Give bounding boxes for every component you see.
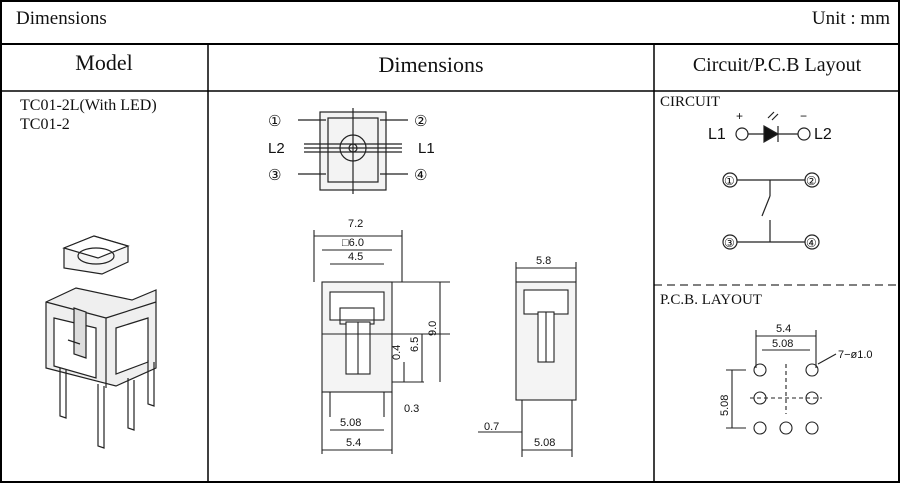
pin-4-label: ④ (414, 167, 427, 184)
switch-illustration (45, 235, 157, 449)
dim-5-8: 5.8 (536, 255, 551, 267)
dim-0-4: 0.4 (391, 345, 403, 360)
side-view-drawing: 5.8 0.7 5.08 (478, 255, 577, 457)
dim-4-5: 4.5 (348, 251, 363, 263)
dim-0-3: 0.3 (404, 403, 419, 415)
plus-sign: + (736, 109, 743, 123)
circuit-title: CIRCUIT (660, 94, 720, 110)
pin-3-label: ③ (268, 167, 281, 184)
circuit-pin-3: ③ (724, 236, 735, 250)
circuit-pin-2: ② (806, 174, 817, 188)
circuit-diagram: + − L1 L2 ① ② ③ ④ (708, 109, 832, 250)
dim-0-7: 0.7 (484, 421, 499, 433)
pcb-dim-5-4: 5.4 (776, 323, 791, 335)
model-name: TC01-2 (20, 116, 70, 133)
pcb-title: P.C.B. LAYOUT (660, 292, 762, 308)
circuit-l2: L2 (814, 126, 832, 143)
circuit-l1: L1 (708, 126, 726, 143)
circuit-pin-4: ④ (806, 236, 817, 250)
circuit-pin-1: ① (724, 174, 735, 188)
pcb-hole-spec: 7−ø1.0 (838, 349, 873, 361)
pin-2-label: ② (414, 113, 427, 130)
dim-5-08: 5.08 (340, 417, 361, 429)
column-dimensions: Dimensions (378, 52, 484, 77)
column-circuit: Circuit/P.C.B Layout (692, 54, 862, 76)
front-view-drawing: 7.2 □6.0 4.5 0.4 6.5 9.0 0.3 5.08 5.4 (313, 218, 450, 454)
dim-6-5: 6.5 (409, 337, 421, 352)
dim-9-0: 9.0 (427, 321, 439, 336)
column-model: Model (75, 50, 133, 75)
top-view-drawing: ① ② ③ ④ L2 L1 (268, 108, 435, 194)
header-unit: Unit : mm (811, 8, 890, 29)
model-list: TC01-2L(With LED) TC01-2 (20, 96, 157, 134)
pcb-dim-5-08: 5.08 (772, 338, 793, 350)
dim-5-4: 5.4 (346, 437, 361, 449)
model-name: TC01-2L(With LED) (20, 97, 157, 114)
l1-label: L1 (418, 140, 435, 157)
dim-side-5-08: 5.08 (534, 437, 555, 449)
pin-1-label: ① (268, 113, 281, 130)
pcb-dim-vertical: 5.08 (719, 395, 731, 416)
dim-7-2: 7.2 (348, 218, 363, 230)
pcb-layout-diagram: 5.4 5.08 7−ø1.0 5.08 (719, 323, 873, 435)
header-title: Dimensions (16, 8, 107, 29)
minus-sign: − (800, 109, 807, 123)
dim-6-0: □6.0 (342, 237, 364, 249)
l2-label: L2 (268, 140, 285, 157)
